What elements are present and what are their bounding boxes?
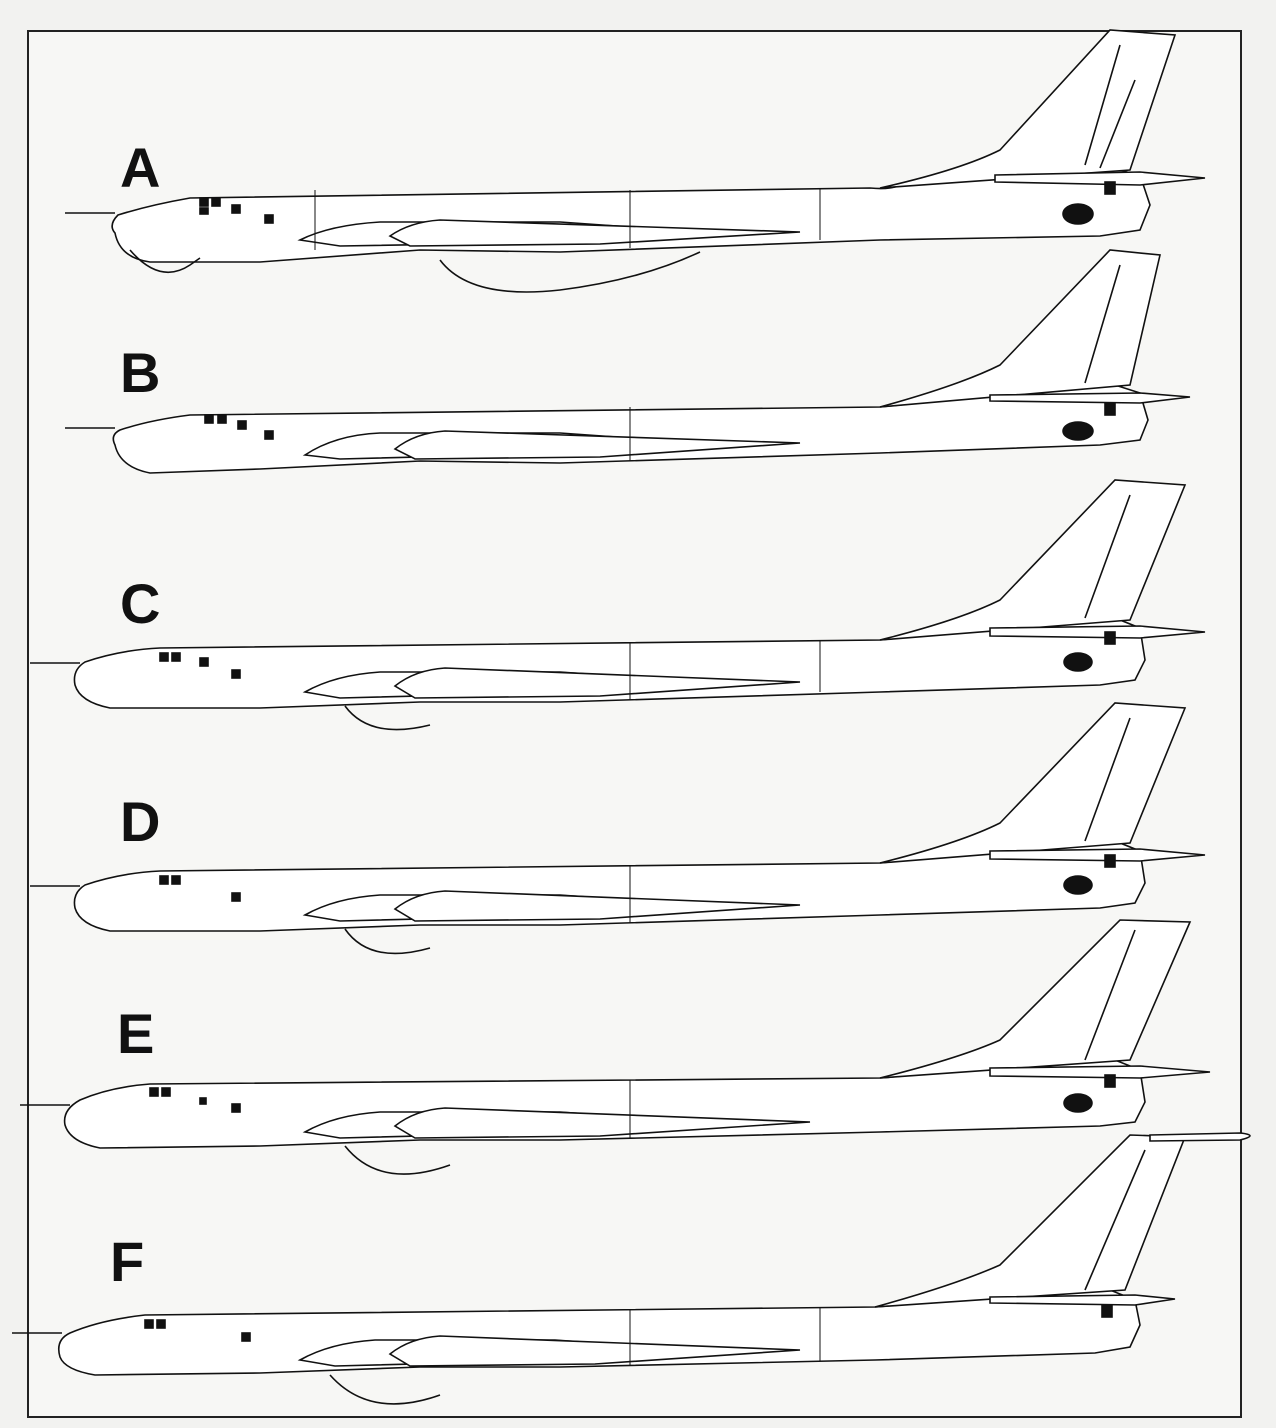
- variant-label-b: B: [120, 341, 161, 404]
- variant-label-e: E: [117, 1002, 155, 1065]
- aircraft-a: [65, 29, 1206, 293]
- aircraft-drawing-c: [30, 479, 1206, 731]
- aircraft-drawing-e: [20, 919, 1211, 1175]
- aircraft-drawing-b: [65, 249, 1191, 474]
- aircraft-drawing-d: [30, 702, 1206, 955]
- variant-label-a: A: [120, 136, 161, 199]
- aircraft-drawing-a: [65, 29, 1206, 293]
- variant-label-f: F: [110, 1230, 145, 1293]
- variant-label-c: C: [120, 572, 161, 635]
- aircraft-drawing-f: [12, 1132, 1251, 1405]
- variant-label-d: D: [120, 790, 161, 853]
